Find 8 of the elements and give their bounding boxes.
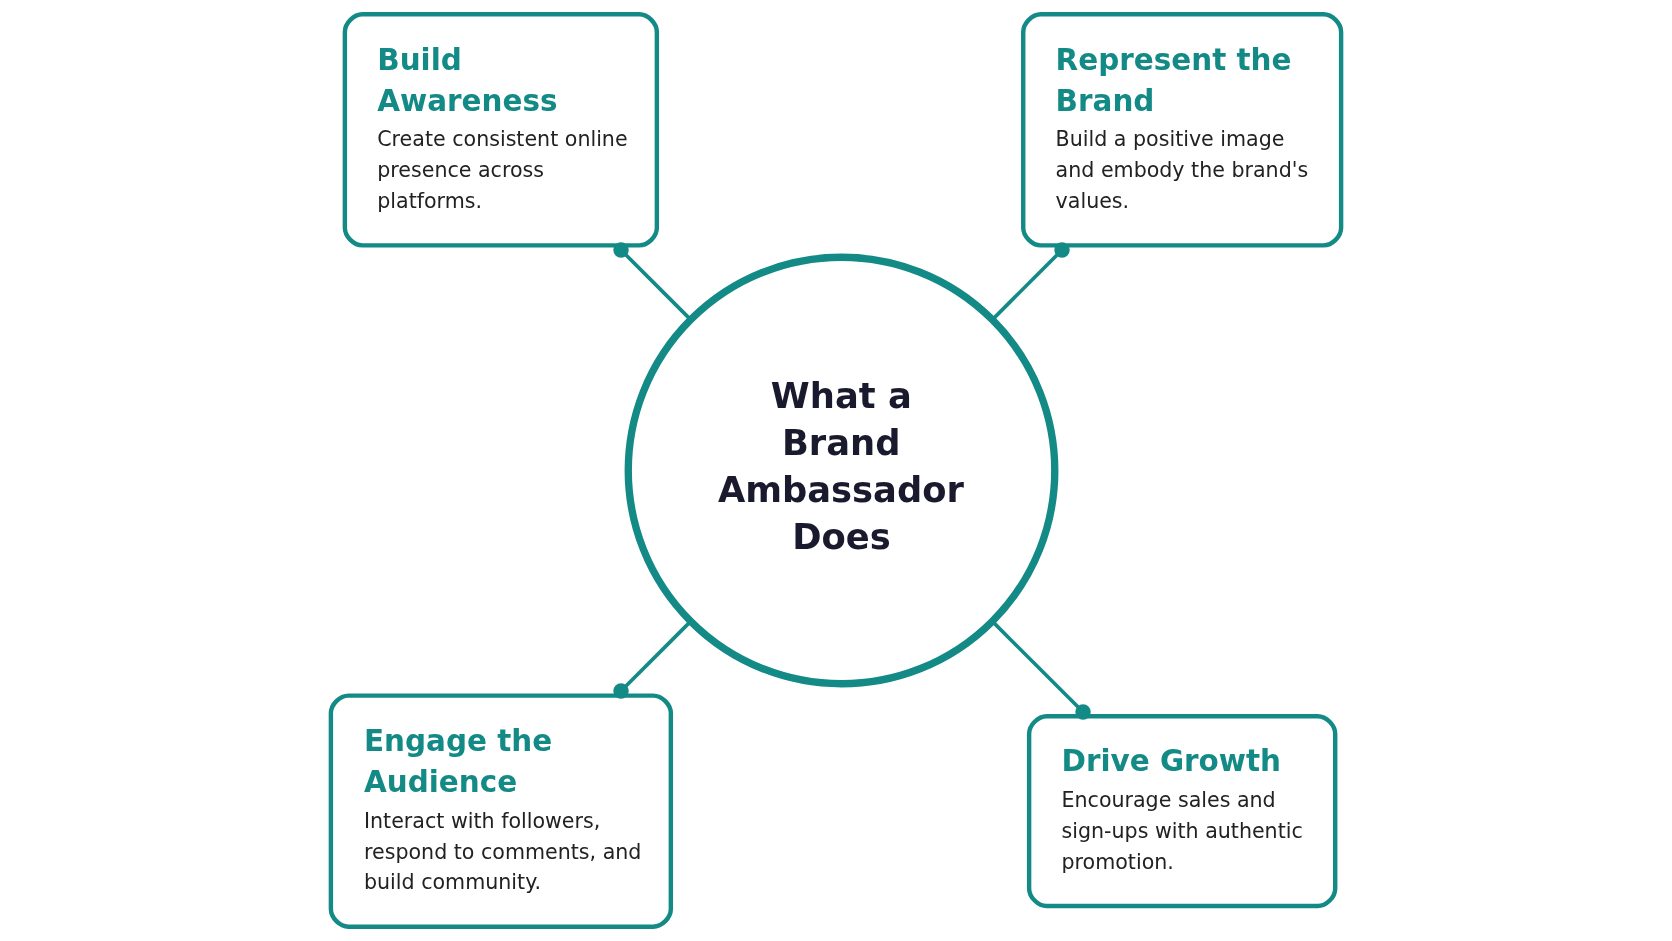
connector [613,242,692,321]
connector [613,620,692,699]
node-box: Drive Growth Encourage sales and sign-ups with authentic promotion. [1026,714,1338,909]
node-box: Represent the Brand Build a positive image and embody the brand's values. [1021,12,1344,248]
connector [991,242,1070,321]
node-box: Engage the Audience Interact with followers, respond to comments, and build community. [328,693,674,929]
node-box: Build Awareness Create consistent online presence across platforms. [342,12,660,248]
connector [991,620,1091,720]
